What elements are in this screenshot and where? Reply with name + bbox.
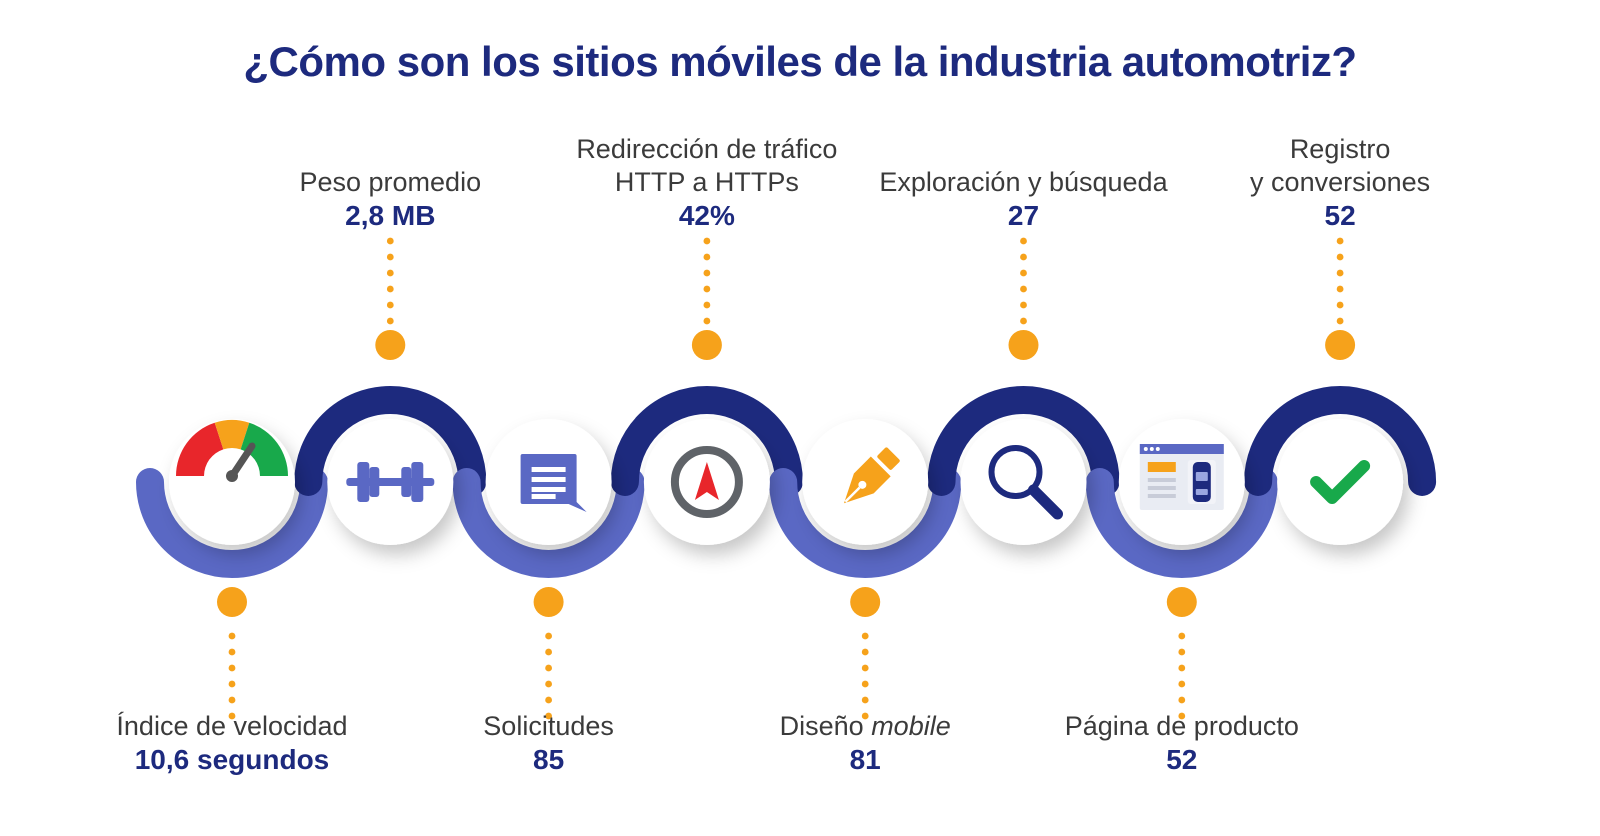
connector-dotted-line — [228, 664, 236, 672]
connector-dotted-line — [703, 285, 711, 293]
connector-dotted-line — [1020, 317, 1027, 325]
step-value: 52 — [1166, 744, 1198, 775]
connector-dotted-line — [1020, 285, 1027, 293]
connector-dotted-line — [1020, 253, 1027, 261]
connector-dotted-line — [1178, 648, 1186, 656]
connector-dotted-line — [1336, 269, 1344, 277]
step-value: 85 — [533, 744, 565, 775]
compass-icon — [670, 446, 743, 518]
connector-dotted-line — [861, 664, 869, 672]
wave-arc — [136, 468, 328, 578]
connector-dotted-line — [386, 253, 394, 261]
step-value: 52 — [1324, 200, 1356, 231]
connector-dotted-line — [1178, 712, 1186, 720]
connector-dot — [850, 587, 881, 617]
connector-dot — [217, 587, 247, 617]
product-page-icon — [1139, 444, 1224, 510]
page-title: ¿Cómo son los sitios móviles de la indus… — [243, 38, 1357, 85]
connector-dotted-line — [703, 253, 711, 261]
connector-dotted-line — [228, 712, 236, 720]
connector-dotted-line — [703, 301, 711, 309]
connector-dotted-line — [703, 269, 711, 277]
connector-dot — [375, 330, 406, 360]
connector-dotted-line — [1336, 285, 1344, 293]
step-value: 81 — [849, 744, 881, 775]
connector-dotted-line — [861, 648, 869, 656]
connector-dot — [1325, 330, 1356, 360]
connector-dotted-line — [545, 664, 552, 672]
connector-dotted-line — [861, 680, 869, 688]
speedometer-icon — [176, 420, 288, 482]
connector-dotted-line — [861, 696, 869, 704]
connector-dot — [533, 587, 564, 617]
chat-document-icon — [520, 454, 587, 512]
connector-dotted-line — [228, 632, 236, 640]
connector-dotted-line — [228, 696, 236, 704]
wave-arc — [927, 386, 1120, 496]
connector-dotted-line — [386, 237, 394, 245]
pen-nib-icon — [843, 447, 900, 504]
step-value: 27 — [1007, 200, 1040, 231]
connector-dotted-line — [386, 301, 394, 309]
connector-dotted-line — [861, 712, 869, 720]
connector-dotted-line — [703, 317, 711, 325]
wave-arc — [294, 386, 487, 496]
magnifier-icon — [988, 445, 1063, 520]
wave-arc — [452, 468, 645, 578]
step-name: Peso promedio — [299, 167, 482, 197]
connector-dotted-line — [1178, 696, 1186, 704]
connector-dotted-line — [1020, 269, 1027, 277]
step-value: 10,6 segundos — [134, 744, 330, 775]
connector-dotted-line — [1336, 317, 1344, 325]
connector-dotted-line — [1020, 301, 1027, 309]
connector-dotted-line — [1336, 301, 1344, 309]
connector-dotted-line — [1020, 237, 1027, 245]
step-name-emphasis: mobile — [871, 711, 951, 741]
step-name: Índice de velocidad — [116, 711, 348, 741]
connector-dotted-line — [1178, 632, 1186, 640]
connector-dotted-line — [1336, 253, 1344, 261]
step-name: Diseño mobile — [779, 711, 951, 741]
connector-dotted-line — [545, 696, 552, 704]
step-value: 2,8 MB — [345, 200, 436, 231]
step-name: Página de producto — [1064, 711, 1299, 741]
wave-arc — [1244, 386, 1437, 496]
connector-dotted-line — [545, 680, 552, 688]
connector-dotted-line — [545, 648, 552, 656]
connector-dot — [691, 330, 722, 360]
wave-arc — [1085, 468, 1278, 578]
step-name: Exploración y búsqueda — [879, 167, 1168, 197]
connector-dot — [1008, 330, 1039, 360]
dumbbell-icon — [346, 462, 435, 502]
wave-arc — [610, 386, 803, 496]
connector-dot — [1166, 587, 1197, 617]
connector-dotted-line — [228, 648, 236, 656]
connector-dotted-line — [1336, 237, 1344, 245]
step-name: Solicitudes — [483, 711, 614, 741]
connector-dotted-line — [545, 712, 552, 720]
connector-dotted-line — [861, 632, 869, 640]
connector-dotted-line — [386, 285, 394, 293]
connector-dotted-line — [228, 680, 236, 688]
step-value: 42% — [678, 200, 735, 231]
connector-dotted-line — [703, 237, 711, 245]
connector-dotted-line — [1178, 664, 1186, 672]
connector-dotted-line — [386, 269, 394, 277]
connector-dotted-line — [545, 632, 552, 640]
wave-arc — [769, 468, 962, 578]
connector-dotted-line — [386, 317, 394, 325]
checkmark-icon — [1310, 460, 1371, 504]
connector-dotted-line — [1178, 680, 1186, 688]
